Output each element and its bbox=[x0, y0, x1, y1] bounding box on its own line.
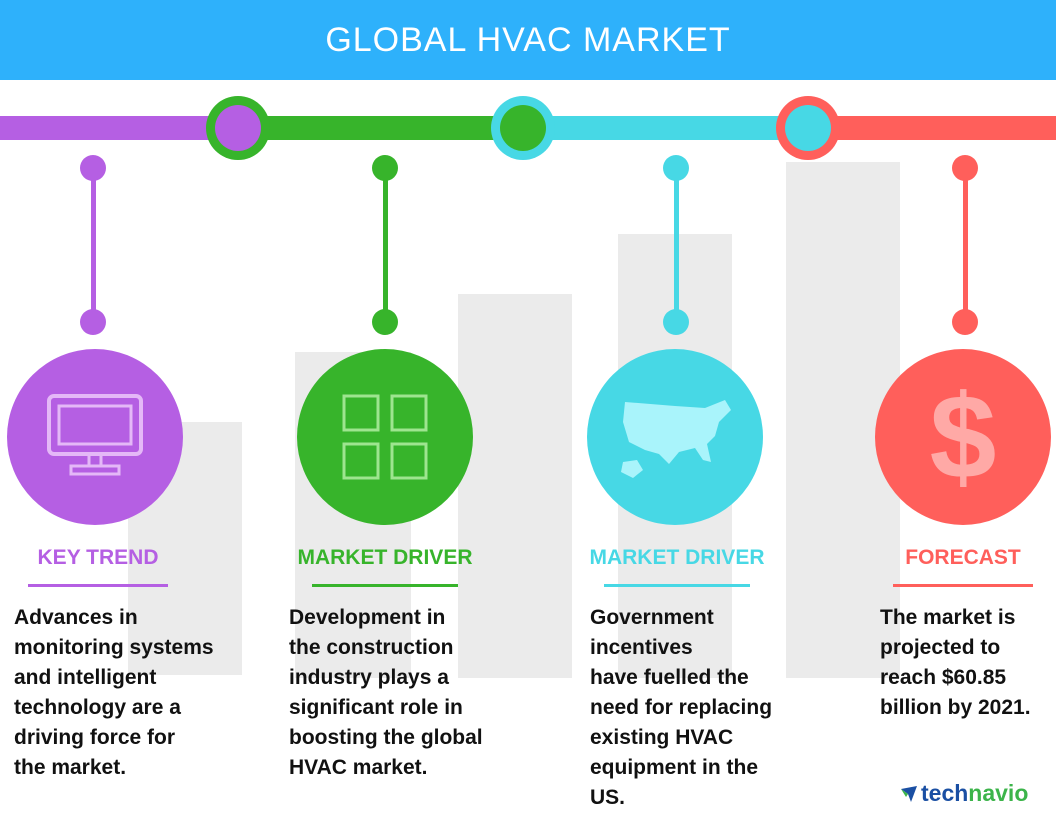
underline bbox=[28, 584, 168, 587]
section-label: KEY TREND bbox=[37, 546, 159, 569]
connector bbox=[383, 168, 388, 322]
connector-dot bbox=[952, 309, 978, 335]
connector-dot bbox=[372, 309, 398, 335]
timeline-node bbox=[206, 96, 270, 160]
connector-dot bbox=[663, 155, 689, 181]
section-label: MARKET DRIVER bbox=[589, 546, 765, 569]
timeline-node bbox=[491, 96, 555, 160]
monitor-icon bbox=[7, 349, 183, 525]
connector-dot bbox=[80, 155, 106, 181]
grid-icon bbox=[297, 349, 473, 525]
section-label: FORECAST bbox=[905, 546, 1021, 569]
dollar-icon: $ bbox=[875, 349, 1051, 525]
underline bbox=[893, 584, 1033, 587]
connector-dot bbox=[80, 309, 106, 335]
timeline-segment bbox=[808, 116, 1056, 140]
logo-mark-icon bbox=[901, 785, 917, 802]
connector-dot bbox=[952, 155, 978, 181]
timeline-node bbox=[776, 96, 840, 160]
timeline-segment bbox=[523, 116, 808, 140]
connector-dot bbox=[663, 309, 689, 335]
underline bbox=[312, 584, 458, 587]
timeline-segment bbox=[238, 116, 523, 140]
us-map-icon bbox=[587, 349, 763, 525]
timeline-segment bbox=[0, 116, 238, 140]
connector bbox=[91, 168, 96, 322]
page-title: GLOBAL HVAC MARKET bbox=[0, 0, 1056, 80]
connector bbox=[674, 168, 679, 322]
section-label: MARKET DRIVER bbox=[297, 546, 473, 569]
connector-dot bbox=[372, 155, 398, 181]
underline bbox=[604, 584, 750, 587]
connector bbox=[963, 168, 968, 322]
bg-bar bbox=[458, 294, 572, 678]
